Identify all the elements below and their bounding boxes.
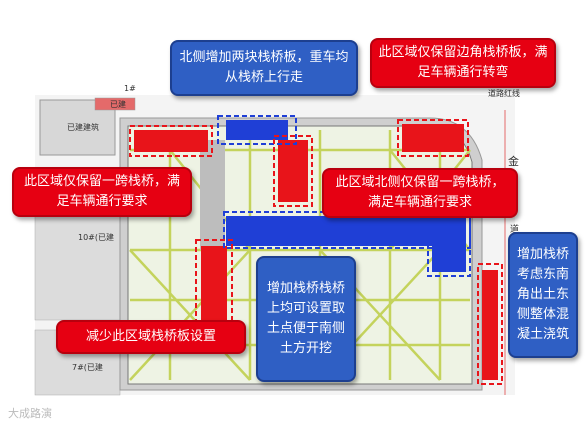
- label-road-top: 道路红线: [488, 89, 520, 98]
- callout-corner-keep: 此区域仅保留边角栈桥板，满足车辆通行转弯: [370, 38, 556, 88]
- building-10: [34, 209, 121, 321]
- label-building-1: 1#: [124, 84, 136, 93]
- label-jin: 金: [508, 155, 519, 168]
- column-grid: [200, 140, 225, 250]
- bridge-red-center: [278, 140, 308, 202]
- label-existing-building-top: 已建: [110, 100, 126, 109]
- existing-building-top: [94, 97, 136, 111]
- label-building-10: 10#(已建: [78, 233, 115, 242]
- callout-right-add: 增加栈桥考虑东南角出土东侧整体混凝土浇筑: [508, 232, 578, 358]
- callout-reduce: 减少此区域栈桥板设置: [56, 320, 246, 354]
- bridge-blue-north: [226, 120, 288, 140]
- callout-left-keep: 此区域仅保留一跨栈桥，满足车辆通行要求: [12, 167, 192, 217]
- label-existing-building-left: 已建建筑: [67, 123, 99, 132]
- callout-north-add: 北侧增加两块栈桥板，重车均从栈桥上行走: [170, 40, 358, 96]
- bridge-red-corner: [402, 124, 464, 152]
- bridge-blue-center: [226, 216, 458, 246]
- bridge-red-right: [482, 270, 498, 380]
- callout-center-add: 增加栈桥栈桥上均可设置取土点便于南侧土方开挖: [256, 256, 356, 382]
- label-building-7: 7#(已建: [72, 363, 103, 372]
- bridge-blue-east: [432, 216, 466, 272]
- label-dao: 道: [510, 225, 520, 235]
- callout-north-keep: 此区域北侧仅保留一跨栈桥，满足车辆通行要求: [322, 168, 518, 218]
- bridge-red-left: [134, 130, 208, 152]
- bridge-red-lower: [201, 246, 227, 334]
- watermark: 大成路演: [8, 407, 52, 420]
